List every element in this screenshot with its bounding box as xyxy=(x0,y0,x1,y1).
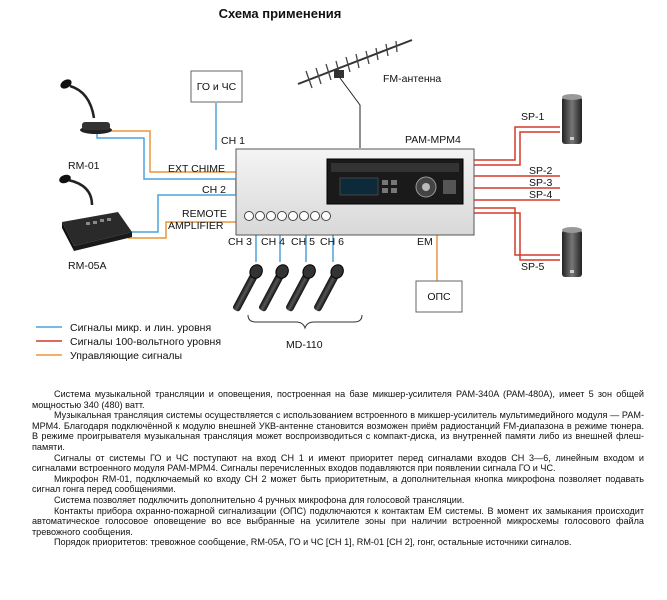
antenna-lead xyxy=(339,77,361,148)
rm05a-console-icon xyxy=(59,174,132,251)
description-paragraph: Система позволяет подключить дополнитель… xyxy=(54,494,465,505)
sp5-line-b xyxy=(474,212,560,261)
fm-antenna-label: FM-антенна xyxy=(383,73,441,85)
description-paragraph: Контакты прибора охранно-пожарной сигнал… xyxy=(32,505,644,537)
legend: Сигналы микр. и лин. уровня Сигналы 100-… xyxy=(36,322,221,362)
go-chs-label: ГО и ЧС xyxy=(197,81,237,93)
rm01-label: RM-01 xyxy=(68,160,100,172)
description-paragraph: Музыкальная трансляция системы осуществл… xyxy=(32,410,644,452)
ch3-label: CH 3 xyxy=(228,236,252,248)
md110-brace xyxy=(247,314,363,330)
legend-label-mic-level: Сигналы микр. и лин. уровня xyxy=(70,322,211,334)
amplifier-label: AMPLIFIER xyxy=(168,220,224,232)
ch2-label: CH 2 xyxy=(202,184,226,196)
ch4-label: CH 4 xyxy=(261,236,285,248)
sp4-label: SP-4 xyxy=(529,189,553,201)
description-paragraph: Микрофон RM-01, подключаемый ко входу CH… xyxy=(32,473,644,495)
sp1-speaker-icon xyxy=(562,94,582,144)
unit-knobs xyxy=(244,211,331,221)
ch6-label: CH 6 xyxy=(320,236,344,248)
sp1-label: SP-1 xyxy=(521,111,545,123)
description-paragraph: Сигналы от системы ГО и ЧС поступают на … xyxy=(32,452,644,474)
sp2-label: SP-2 xyxy=(529,165,553,177)
em-label: EM xyxy=(417,236,433,248)
sp1-line-b xyxy=(474,131,560,166)
ch5-label: CH 5 xyxy=(291,236,315,248)
description-paragraph: Система музыкальной трансляции и оповеще… xyxy=(32,389,644,410)
sp1-line xyxy=(474,126,560,161)
description-text: Система музыкальной трансляции и оповеще… xyxy=(32,389,644,548)
rm05a-label: RM-05A xyxy=(68,260,107,272)
legend-label-control: Управляющие сигналы xyxy=(70,350,182,362)
ext-chime-line xyxy=(100,130,236,173)
rm05a-signal-line xyxy=(128,194,236,233)
remote-label: REMOTE xyxy=(182,208,227,220)
legend-label-100v: Сигналы 100-вольтного уровня xyxy=(70,336,221,348)
fm-antenna-icon xyxy=(297,39,413,89)
ext-chime-label: EXT CHIME xyxy=(168,163,225,175)
sp5-line xyxy=(474,207,560,256)
pam-mpm4-label: PAM-MPM4 xyxy=(405,134,461,146)
sp3-label: SP-3 xyxy=(529,177,553,189)
md110-microphones-icon xyxy=(232,264,344,312)
application-diagram: ГО и ЧС FM-антенна xyxy=(36,39,582,362)
diagram-title: Схема применения xyxy=(218,6,342,21)
remote-control-line xyxy=(128,221,236,239)
md110-label: MD-110 xyxy=(286,339,323,351)
go-chs-box xyxy=(190,70,243,103)
ch1-label: CH 1 xyxy=(221,135,245,147)
description-paragraph: Порядок приоритетов: тревожное сообщение… xyxy=(54,537,572,548)
pam-mpm4-module xyxy=(326,158,464,205)
rm01-microphone-icon xyxy=(60,79,112,134)
ops-label: ОПС xyxy=(427,291,451,303)
sp5-speaker-icon xyxy=(562,227,582,277)
ops-box xyxy=(415,280,463,313)
sp5-label: SP-5 xyxy=(521,261,545,273)
